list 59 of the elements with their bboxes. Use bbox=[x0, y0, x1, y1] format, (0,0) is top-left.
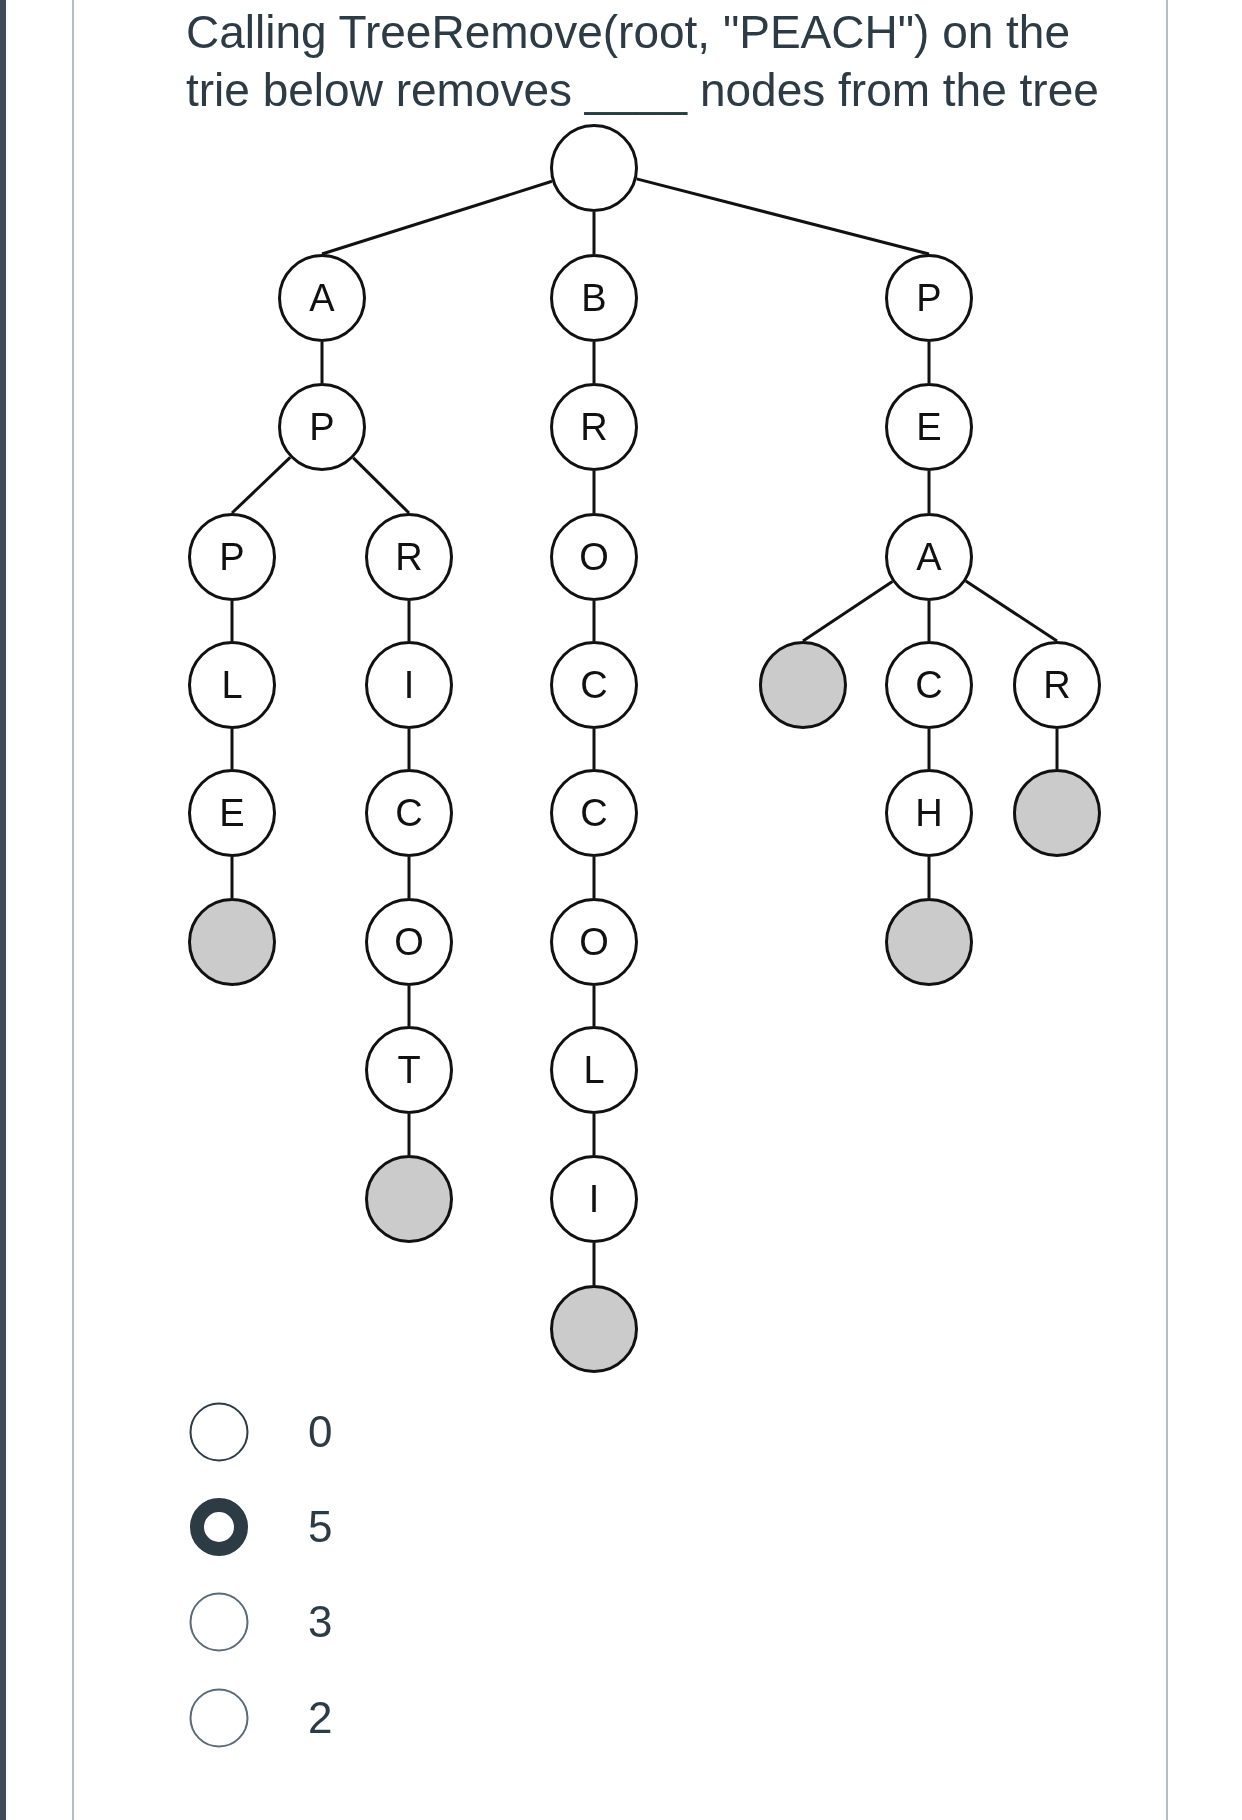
node-letter: A bbox=[309, 278, 335, 318]
tree-edge bbox=[230, 729, 234, 769]
node-letter: C bbox=[395, 793, 423, 833]
tree-edge bbox=[321, 179, 553, 256]
tree-edge bbox=[592, 212, 596, 254]
node-letter: C bbox=[580, 665, 608, 705]
tree-edge bbox=[964, 579, 1058, 643]
tree-edge bbox=[1055, 729, 1059, 769]
tree-edge bbox=[352, 456, 411, 515]
tree-edge bbox=[592, 729, 596, 769]
tree-edge bbox=[407, 1114, 411, 1155]
tree-edge bbox=[407, 601, 411, 641]
tree-edge bbox=[592, 1114, 596, 1155]
tree-edge bbox=[592, 986, 596, 1026]
tree-edge bbox=[592, 1243, 596, 1285]
node-letter: P bbox=[916, 278, 942, 318]
option-label: 5 bbox=[308, 1501, 333, 1553]
node-letter: A bbox=[916, 537, 942, 577]
tree-edge bbox=[407, 857, 411, 898]
node-letter: R bbox=[580, 407, 608, 447]
node-letter: I bbox=[403, 665, 415, 705]
tree-edge bbox=[927, 729, 931, 769]
node-letter: E bbox=[916, 407, 942, 447]
tree-edge bbox=[636, 177, 930, 256]
tree-edge bbox=[592, 471, 596, 513]
node-letter: P bbox=[309, 407, 335, 447]
tree-edge bbox=[230, 601, 234, 641]
tree-edge bbox=[802, 580, 894, 643]
node-letter: O bbox=[579, 537, 609, 577]
tree-edge bbox=[927, 471, 931, 513]
node-letter: C bbox=[915, 665, 943, 705]
tree-edge bbox=[927, 342, 931, 383]
node-letter: H bbox=[915, 793, 943, 833]
node-letter: C bbox=[580, 793, 608, 833]
tree-edge bbox=[407, 986, 411, 1026]
tree-edge bbox=[320, 342, 324, 383]
node-letter: I bbox=[588, 1179, 600, 1219]
option-label: 0 bbox=[308, 1406, 333, 1458]
tree-edge bbox=[230, 456, 292, 515]
tree-edge bbox=[592, 342, 596, 383]
node-letter: B bbox=[581, 278, 607, 318]
question-text: Calling TreeRemove(root, "PEACH") on the trie below removes ____ nodes from the tree bbox=[186, 5, 1100, 118]
node-letter: R bbox=[1043, 665, 1071, 705]
node-letter: P bbox=[219, 537, 245, 577]
tree-edge bbox=[230, 857, 234, 898]
option-label: 2 bbox=[308, 1692, 333, 1744]
tree-edge bbox=[592, 601, 596, 641]
node-letter: L bbox=[221, 665, 243, 705]
node-letter: O bbox=[579, 922, 609, 962]
tree-edge bbox=[407, 729, 411, 769]
node-letter: L bbox=[583, 1050, 605, 1090]
node-letter: R bbox=[395, 537, 423, 577]
node-letter: E bbox=[219, 793, 245, 833]
tree-edge bbox=[592, 857, 596, 898]
option-label: 3 bbox=[308, 1596, 333, 1648]
node-letter: T bbox=[397, 1050, 421, 1090]
tree-edge bbox=[927, 601, 931, 641]
tree-edge bbox=[927, 857, 931, 898]
node-letter: O bbox=[394, 922, 424, 962]
